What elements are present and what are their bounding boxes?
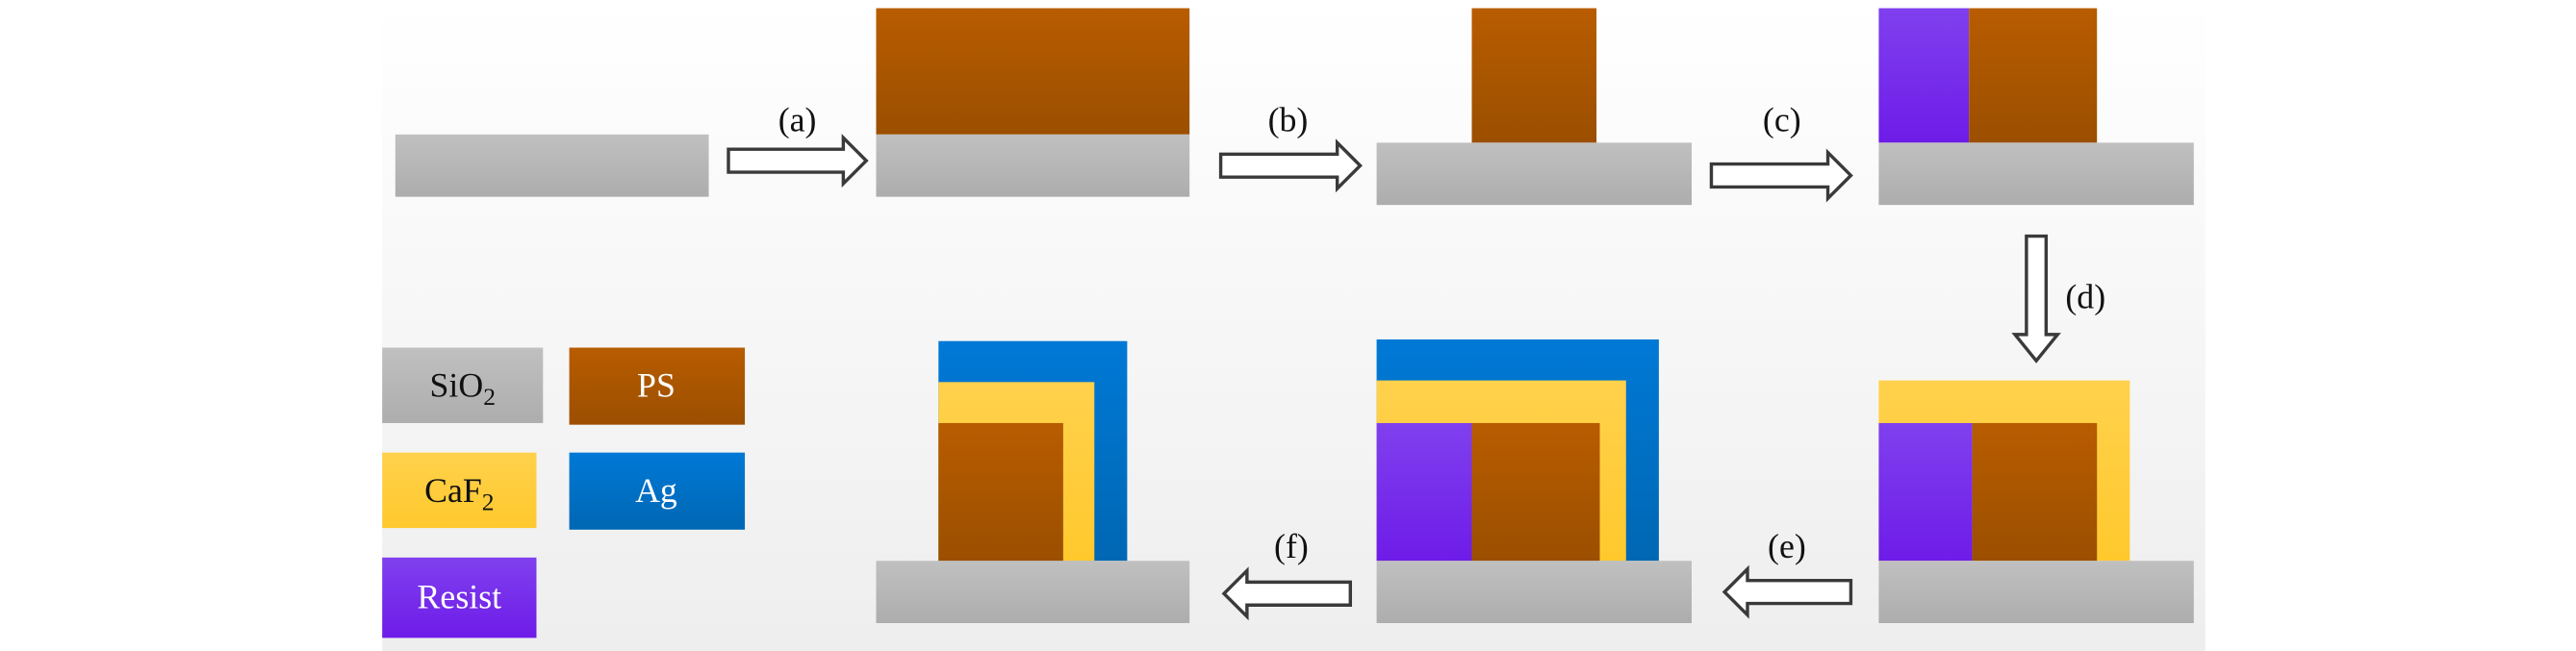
stage-substrate — [395, 134, 709, 197]
resist-layer — [1376, 422, 1472, 562]
legend-label-sio2: SiO2 — [429, 366, 496, 412]
legend-swatch-resist — [382, 557, 537, 638]
legend-swatch-ps — [569, 347, 746, 425]
stage-d — [1878, 380, 2194, 624]
legend-item-caf2: CaF2 — [382, 452, 537, 529]
left-arrow-icon — [1722, 564, 1853, 619]
ps-layer — [876, 8, 1190, 135]
ps-pillar — [1471, 8, 1597, 143]
resist-layer — [1878, 422, 1973, 562]
legend-swatch-ag — [569, 452, 746, 530]
legend-label-resist: Resist — [418, 578, 502, 616]
sio2-layer — [1878, 142, 2194, 206]
arrow-f: (f) — [1221, 527, 1353, 621]
arrow-c: (c) — [1709, 100, 1853, 203]
sio2-layer — [1376, 142, 1693, 206]
step-label-e: (e) — [1768, 527, 1806, 565]
step-label-b: (b) — [1268, 100, 1309, 138]
legend-item-sio2: SiO2 — [382, 347, 544, 423]
step-label-f: (f) — [1274, 527, 1309, 565]
legend-swatch-sio2 — [382, 347, 544, 423]
resist-layer — [1878, 8, 1970, 143]
legend-item-ag: Ag — [569, 452, 746, 530]
legend: SiO2 PS CaF2 Ag Resist — [382, 347, 746, 638]
arrow-b: (b) — [1218, 100, 1363, 193]
stage-e — [1376, 338, 1693, 624]
stage-f — [876, 340, 1190, 624]
step-label-c: (c) — [1763, 100, 1801, 138]
step-label-a: (a) — [778, 100, 817, 138]
right-arrow-icon — [1218, 138, 1363, 193]
sio2-layer — [1878, 561, 2194, 624]
stage-b — [1376, 8, 1693, 206]
legend-item-ps: PS — [569, 347, 746, 425]
left-arrow-icon — [1221, 566, 1353, 621]
sio2-layer — [1376, 561, 1693, 624]
arrow-e: (e) — [1722, 527, 1853, 619]
legend-label-ag: Ag — [635, 471, 677, 510]
right-arrow-icon — [1709, 148, 1853, 203]
step-label-d: (d) — [2065, 278, 2105, 316]
down-arrow-icon — [2011, 234, 2061, 363]
ps-pillar — [1969, 8, 2098, 143]
sio2-layer — [876, 561, 1190, 624]
ps-pillar — [1471, 422, 1600, 562]
legend-label-caf2: CaF2 — [424, 471, 494, 516]
ps-pillar — [1972, 422, 2098, 562]
legend-item-resist: Resist — [382, 557, 537, 638]
arrow-a: (a) — [727, 100, 869, 188]
arrow-d: (d) — [2011, 234, 2105, 363]
stage-c — [1878, 8, 2194, 206]
sio2-layer — [395, 134, 709, 197]
legend-swatch-caf2 — [382, 452, 537, 529]
legend-label-ps: PS — [637, 366, 676, 405]
right-arrow-icon — [727, 134, 869, 188]
ps-pillar — [938, 422, 1063, 562]
sio2-layer — [876, 134, 1190, 197]
stage-a — [876, 8, 1190, 197]
